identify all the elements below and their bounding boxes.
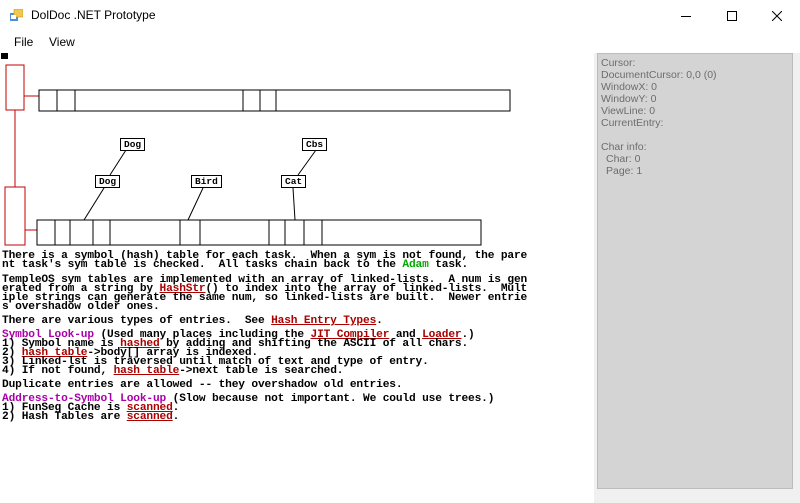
node-bird: Bird [191,175,222,188]
page-label: Page: 1 [606,165,643,177]
doc-line: Symbol Look-up (Used many places includi… [2,329,475,341]
link-bird-array [187,187,204,221]
link-hash-table-2[interactable]: hash table [113,365,180,377]
task-box-bottom [4,186,26,246]
doc-line: Duplicate entries are allowed -- they ov… [2,379,403,391]
info-panel: Cursor: DocumentCursor: 0,0 (0) WindowX:… [597,53,793,489]
link-hash-entry-types[interactable]: Hash Entry Types [271,315,377,327]
doc-line: s overshadow older ones. [2,301,160,313]
minimize-button[interactable] [663,0,709,31]
doc-line: Address-to-Symbol Look-up (Slow because … [2,393,495,405]
link-adam[interactable]: Adam [402,259,429,271]
document-cursor-label: DocumentCursor: 0,0 (0) [601,69,717,81]
doc-line: 1) Symbol name is hashed by adding and s… [2,338,469,350]
link-scanned[interactable]: scanned [126,402,173,414]
doc-line: 3) Linked-lst is traversed until match o… [2,356,429,368]
link-dog-array [83,187,105,221]
app-icon [10,9,23,21]
char-info-label: Char info: [601,141,647,153]
close-icon [772,10,782,21]
link-scanned-2[interactable]: scanned [126,411,173,423]
heading-address-to-symbol: Address-to-Symbol Look-up [2,393,167,405]
link-jit-compiler[interactable]: JIT Compiler [310,329,390,341]
task-box-top [5,64,25,111]
window-title: DolDoc .NET Prototype [31,8,156,22]
cursor-label: Cursor: [601,57,636,69]
node-dog: Dog [95,175,121,188]
document-view[interactable]: Dog Cbs Dog Bird Cat There is a symbol (… [0,53,594,503]
link-hashed[interactable]: hashed [120,338,160,350]
menu-bar: File View [0,31,800,53]
heading-symbol-lookup: Symbol Look-up [2,329,94,341]
minimize-icon [681,15,691,17]
doc-line: erated from a string by HashStr() to ind… [2,283,528,295]
doc-line: TempleOS sym tables are implemented with… [2,274,528,286]
menu-view[interactable]: View [49,35,75,49]
node-cat: Cat [281,175,307,188]
close-button[interactable] [754,0,800,31]
hash-array-bottom [36,219,482,246]
doc-line: 1) FunSeg Cache is scanned. [2,402,180,414]
link-hash-table[interactable]: hash table [21,347,88,359]
current-entry-label: CurrentEntry: [601,117,664,129]
text-cursor [1,53,8,59]
maximize-button[interactable] [709,0,755,31]
link-hashstr[interactable]: HashStr [159,283,206,295]
maximize-icon [727,10,737,21]
title-bar: DolDoc .NET Prototype [0,0,800,31]
doc-line: nt task's sym table is checked. All task… [2,259,469,271]
hash-table-diagram [4,64,511,246]
view-line-label: ViewLine: 0 [601,105,656,117]
doc-line: There are various types of entries. See … [2,315,383,327]
char-label: Char: 0 [606,153,641,165]
window-y-label: WindowY: 0 [601,93,657,105]
link-dog-dog [109,149,127,176]
doc-line: 4) If not found, hash table->next table … [2,365,344,377]
node-cbs: Cbs [302,138,328,151]
doc-line: There is a symbol (hash) table for each … [2,250,528,262]
window-x-label: WindowX: 0 [601,81,658,93]
doc-line: 2) Hash Tables are scanned. [2,411,180,423]
node-dog-top: Dog [120,138,146,151]
menu-file[interactable]: File [14,35,34,49]
doc-line: 2) hash table->body[] array is indexed. [2,347,258,359]
link-loader[interactable]: Loader [422,329,462,341]
link-cbs-cat [297,149,317,176]
link-cat-array [292,187,296,221]
doc-line: iple strings can generate the same num, … [2,292,528,304]
hash-array-top [38,89,511,112]
